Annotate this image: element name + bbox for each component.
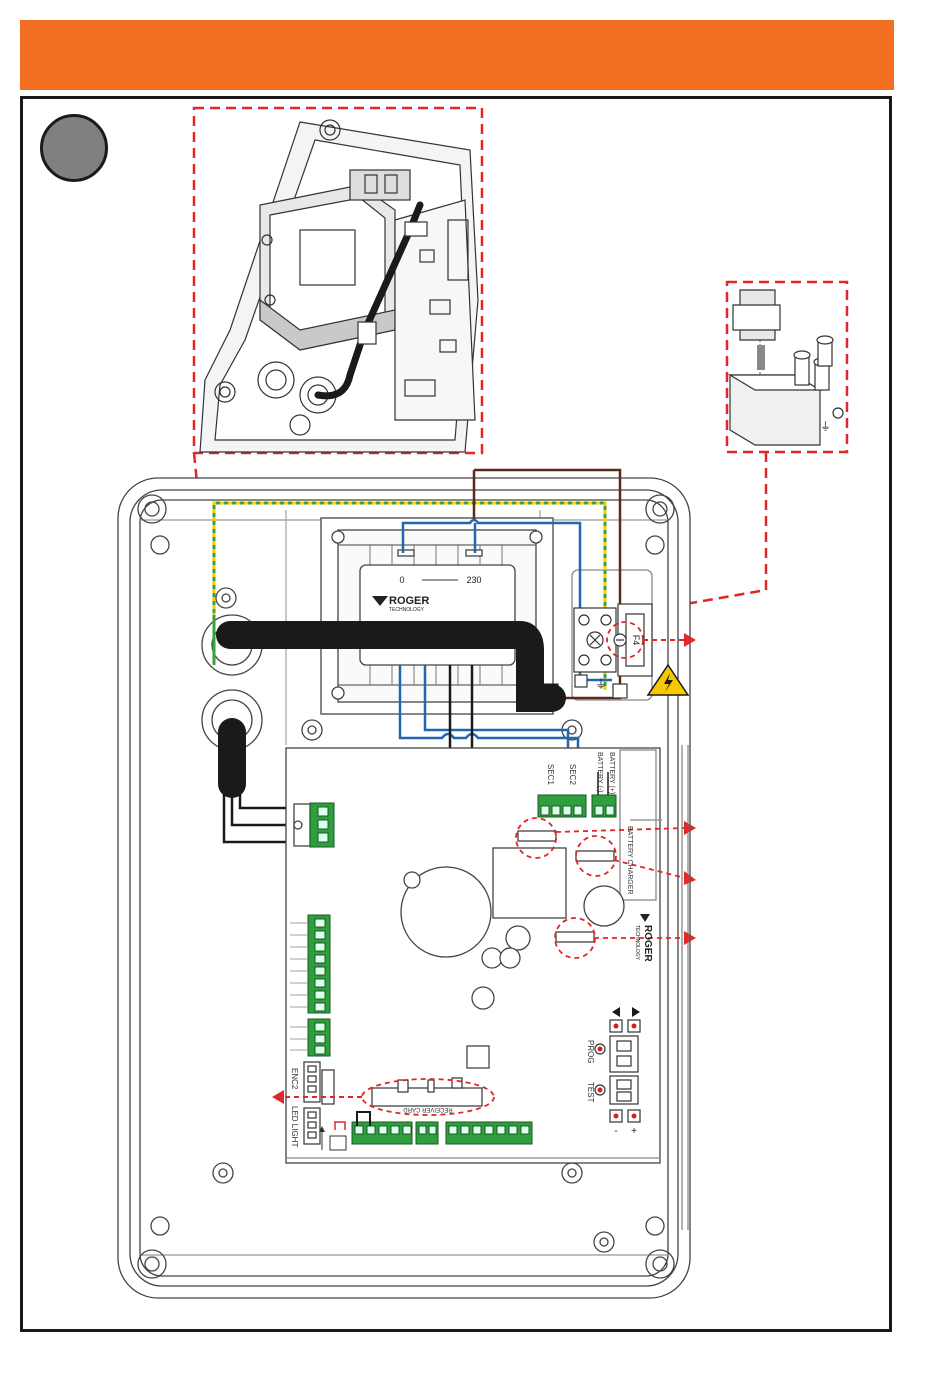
sec1-label: SEC1 xyxy=(546,764,555,785)
transformer-brand-sub: TECHNOLOGY xyxy=(389,607,425,613)
terminal-block-callout: ⏚ xyxy=(727,282,847,452)
transformer-tap-high: 230 xyxy=(466,575,481,585)
led-light-connector xyxy=(304,1108,320,1144)
transformer-tap-low: 0 xyxy=(399,575,404,585)
small-connector xyxy=(330,1136,346,1150)
enclosure-detail-callout xyxy=(194,108,482,453)
transformer-brand: ROGER xyxy=(389,595,429,607)
left-button-led xyxy=(614,1024,619,1029)
test-label: TEST xyxy=(586,1082,595,1103)
battery-charger-label: BATTERY CHARGER xyxy=(626,826,633,894)
input-terminal-block xyxy=(308,915,330,1056)
right-button-led xyxy=(632,1024,637,1029)
minus-button-led xyxy=(614,1114,619,1119)
prog-label: PROG xyxy=(586,1040,595,1064)
cable-clamp xyxy=(540,684,558,710)
board-brand: ROGER xyxy=(642,925,653,962)
plus-label: + xyxy=(631,1126,637,1137)
board-brand-sub: TECHNOLOGY xyxy=(634,925,640,961)
battery-minus-label: BATTERY (-) xyxy=(596,752,603,792)
battery-plus-label: BATTERY (+) xyxy=(608,752,615,794)
sec2-label: SEC2 xyxy=(568,764,577,785)
sec-terminal-block xyxy=(538,795,616,817)
earth-ground-icon: ⏚ xyxy=(595,677,607,691)
fuse-label: F4 xyxy=(631,635,641,646)
plus-button-led xyxy=(632,1114,637,1119)
callout-earth-icon: ⏚ xyxy=(820,420,831,433)
led-light-label: LED LIGHT xyxy=(290,1106,299,1147)
receiver-card-label: RECEIVER CARD xyxy=(403,1106,453,1112)
minus-label: - xyxy=(614,1126,617,1137)
motor-terminal-block xyxy=(310,803,334,847)
enc2-label: ENC2 xyxy=(290,1068,299,1090)
